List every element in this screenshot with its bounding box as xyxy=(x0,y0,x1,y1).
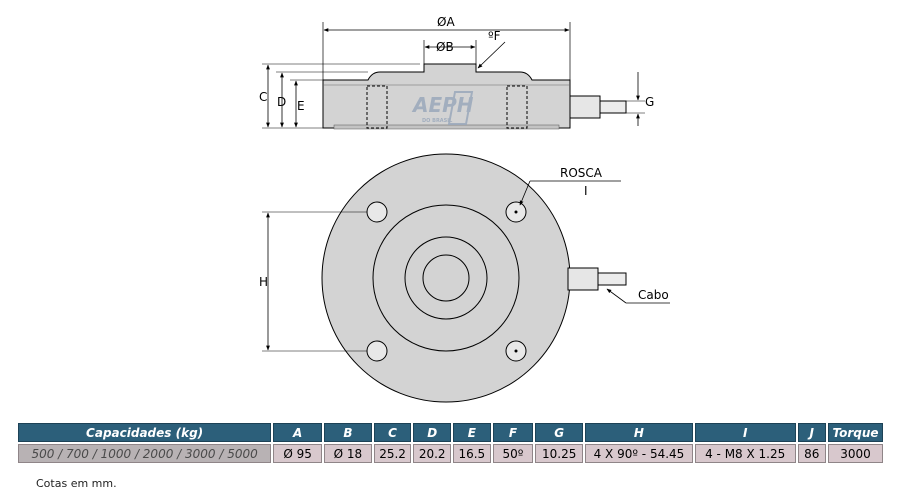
cell-j: 86 xyxy=(797,444,826,463)
cell-f: 50º xyxy=(492,444,534,463)
hidden-hole-left xyxy=(366,85,388,129)
cell-torque: 3000 xyxy=(827,444,883,463)
table-header-row: Capacidades (kg) A B C D E F G H I J Tor… xyxy=(18,423,883,442)
load-cell-side-body xyxy=(322,63,571,129)
top-view: H ROSCA I Cabo xyxy=(259,153,670,403)
cell-b: Ø 18 xyxy=(324,444,372,463)
cell-c: 25.2 xyxy=(373,444,412,463)
header-d: D xyxy=(413,423,451,442)
cell-capacidades: 500 / 700 / 1000 / 2000 / 3000 / 5000 xyxy=(18,444,272,463)
dim-g-label: G xyxy=(645,95,654,109)
side-cable-gland xyxy=(569,95,601,119)
specs-table: Capacidades (kg) A B C D E F G H I J Tor… xyxy=(16,421,885,465)
cell-e: 16.5 xyxy=(453,444,491,463)
center-bore xyxy=(422,254,470,302)
aeph-logo: AEPH DO BRASIL xyxy=(411,91,474,125)
rosca-i-label: I xyxy=(584,184,588,198)
svg-text:AEPH: AEPH xyxy=(411,93,474,117)
top-cable xyxy=(597,272,627,286)
header-e: E xyxy=(453,423,491,442)
hole-top-left xyxy=(366,201,388,223)
rosca-label: ROSCA xyxy=(560,166,603,180)
header-g: G xyxy=(535,423,584,442)
header-h: H xyxy=(585,423,693,442)
side-view: AEPH DO BRASIL ØA ØB ºF C D E G xyxy=(259,15,654,130)
dim-d-label: D xyxy=(277,95,286,109)
dim-b-label: ØB xyxy=(436,40,454,54)
header-torque: Torque xyxy=(827,423,883,442)
table-row: 500 / 700 / 1000 / 2000 / 3000 / 5000 Ø … xyxy=(18,444,883,463)
header-a: A xyxy=(273,423,322,442)
header-j: J xyxy=(797,423,826,442)
dim-a-label: ØA xyxy=(437,15,455,29)
header-c: C xyxy=(373,423,412,442)
dim-f-label: ºF xyxy=(488,29,501,43)
header-i: I xyxy=(694,423,796,442)
side-bottom-rim xyxy=(333,124,560,130)
units-note: Cotas em mm. xyxy=(36,477,117,490)
cell-g: 10.25 xyxy=(535,444,584,463)
technical-drawing: AEPH DO BRASIL ØA ØB ºF C D E G xyxy=(259,15,670,403)
cell-h: 4 X 90º - 54.45 xyxy=(585,444,693,463)
header-capacidades: Capacidades (kg) xyxy=(18,423,272,442)
top-cable-gland xyxy=(567,267,599,291)
hidden-hole-right xyxy=(506,85,528,129)
dim-h-label: H xyxy=(259,275,268,289)
cabo-label: Cabo xyxy=(638,288,669,302)
cell-i: 4 - M8 X 1.25 xyxy=(694,444,796,463)
dim-e-label: E xyxy=(297,99,305,113)
cell-d: 20.2 xyxy=(413,444,451,463)
header-f: F xyxy=(492,423,534,442)
cell-a: Ø 95 xyxy=(273,444,322,463)
svg-text:DO BRASIL: DO BRASIL xyxy=(422,118,453,124)
side-cable xyxy=(599,100,627,114)
hole-bottom-left xyxy=(366,340,388,362)
dim-c-label: C xyxy=(259,90,267,104)
header-b: B xyxy=(324,423,372,442)
